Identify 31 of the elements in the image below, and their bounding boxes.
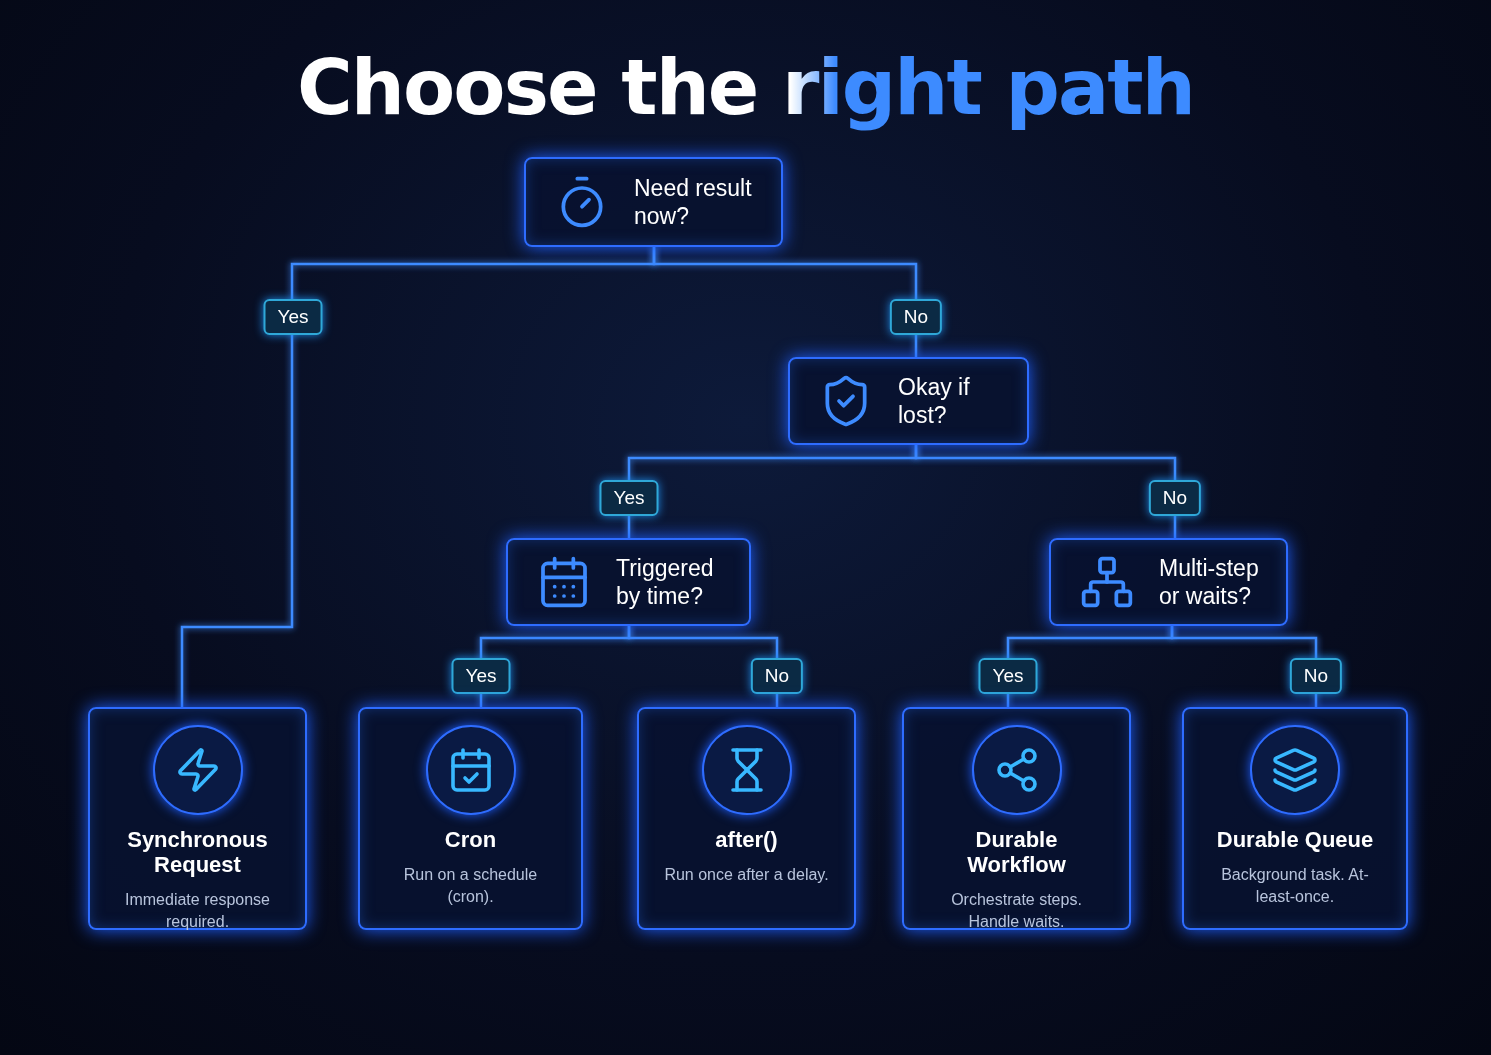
decision-box — [506, 538, 751, 626]
result-description: Run once after a delay. — [664, 865, 829, 885]
result-description: Background task. At-least-once. — [1220, 865, 1370, 907]
decision-box — [788, 357, 1029, 445]
result-title: Synchronous Request — [126, 827, 269, 877]
edge-label: No — [1289, 658, 1343, 694]
result-title: Cron — [444, 827, 497, 852]
result-card — [88, 707, 307, 930]
result-description: Immediate response required. — [124, 890, 271, 932]
result-title: after() — [715, 827, 778, 852]
result-card — [1182, 707, 1408, 930]
question-text: Okay if lost? — [898, 373, 971, 429]
edge-label: No — [1148, 480, 1202, 516]
edge-label: Yes — [599, 480, 659, 516]
edge-label: Yes — [451, 658, 511, 694]
result-card — [358, 707, 583, 930]
result-description: Run on a schedule (cron). — [402, 865, 539, 907]
decision-box — [1049, 538, 1288, 626]
edge-label: Yes — [263, 299, 323, 335]
edge-label: Yes — [978, 658, 1038, 694]
result-title: Durable Queue — [1216, 827, 1374, 852]
question-text: Multi-step or waits? — [1159, 554, 1260, 610]
edge-label: No — [889, 299, 943, 335]
result-title: Durable Workflow — [966, 827, 1067, 877]
question-text: Triggered by time? — [616, 554, 715, 610]
result-card — [902, 707, 1131, 930]
decision-box — [524, 157, 783, 247]
edge-label: No — [750, 658, 804, 694]
result-card — [637, 707, 856, 930]
result-description: Orchestrate steps. Handle waits. — [950, 890, 1083, 932]
question-text: Need result now? — [634, 174, 753, 230]
